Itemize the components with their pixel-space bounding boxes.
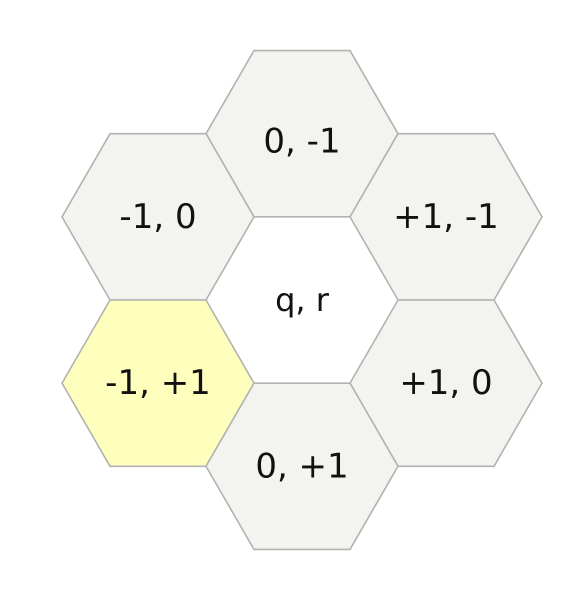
hex-label-sw: -1, +1 xyxy=(105,363,211,403)
hex-label-nw: -1, 0 xyxy=(119,197,196,237)
hex-cell-nw: -1, 0 xyxy=(61,132,255,301)
hex-label-se: +1, 0 xyxy=(399,363,492,403)
hex-cell-ne: +1, -1 xyxy=(349,132,543,301)
hex-label-center: q, r xyxy=(275,281,330,319)
hex-shape-s xyxy=(205,382,399,551)
hex-label-n: 0, -1 xyxy=(263,122,340,162)
hex-cell-n: 0, -1 xyxy=(205,49,399,218)
hex-cell-se: +1, 0 xyxy=(349,299,543,468)
hex-cell-sw: -1, +1 xyxy=(61,299,255,468)
hex-label-ne: +1, -1 xyxy=(393,197,499,237)
hex-shape-center xyxy=(206,216,398,384)
hex-label-s: 0, +1 xyxy=(255,446,348,486)
hex-cell-center: q, r xyxy=(206,216,398,384)
hex-cell-s: 0, +1 xyxy=(205,382,399,551)
